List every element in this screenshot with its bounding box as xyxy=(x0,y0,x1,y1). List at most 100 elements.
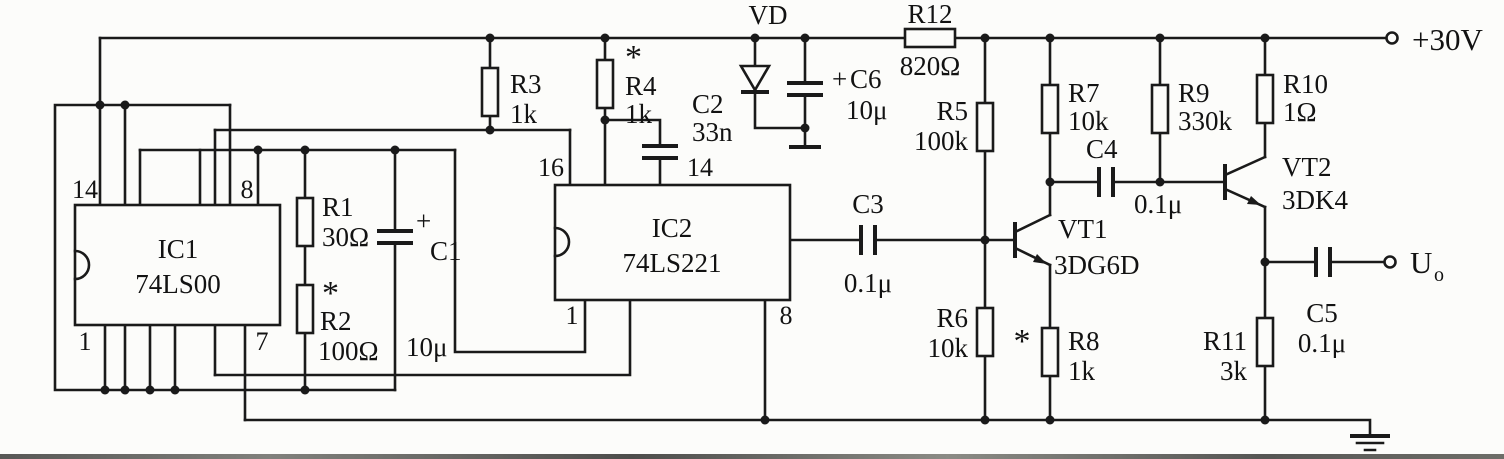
c6-plus-label: + xyxy=(832,64,847,94)
r8-star-label: * xyxy=(1014,323,1031,360)
output-label: U xyxy=(1410,245,1432,280)
capacitor-c3: C3 0.1μ xyxy=(844,189,892,298)
ic2-ref-label: IC2 xyxy=(652,213,693,243)
junction-dots xyxy=(95,33,1270,425)
ic1-body xyxy=(73,203,282,327)
r5-value-label: 100k xyxy=(914,126,969,156)
resistor-r1: R1 30Ω xyxy=(295,192,369,252)
vt1-ref-label: VT1 xyxy=(1058,214,1108,244)
c3-value-label: 0.1μ xyxy=(844,268,892,298)
resistor-r1-body xyxy=(295,196,315,248)
r9-ref-label: R9 xyxy=(1178,78,1210,108)
supply-label: +30V xyxy=(1412,22,1483,57)
resistor-r8-body xyxy=(1040,326,1060,378)
ic2: IC2 74LS221 16 14 1 8 xyxy=(538,153,793,330)
resistor-r10: R10 1Ω xyxy=(1255,69,1328,127)
resistor-r5-body xyxy=(975,101,995,153)
resistor-r4-body xyxy=(595,58,615,110)
capacitor-c4-plates xyxy=(1097,167,1115,197)
resistor-r4: * R4 1k xyxy=(595,39,657,129)
wires xyxy=(53,36,1388,436)
ic2-notch-icon xyxy=(553,226,571,258)
resistor-r11: R11 3k xyxy=(1203,316,1275,386)
capacitor-c6-plates xyxy=(787,81,823,97)
r8-value-label: 1k xyxy=(1068,356,1096,386)
vt2-ref-label: VT2 xyxy=(1282,152,1332,182)
r6-value-label: 10k xyxy=(928,333,969,363)
ic1: IC1 74LS00 14 8 1 7 xyxy=(72,175,282,356)
r6-ref-label: R6 xyxy=(936,303,968,333)
c5-ref-label: C5 xyxy=(1306,298,1338,328)
r4-value-label: 1k xyxy=(625,99,653,129)
c4-value-label: 0.1μ xyxy=(1134,189,1182,219)
transistor-vt1: VT1 3DG6D xyxy=(1013,213,1140,280)
c1-ref-label: C1 xyxy=(430,236,462,266)
vt2-part-label: 3DK4 xyxy=(1282,185,1348,215)
resistor-r7-body xyxy=(1040,83,1060,135)
c6-ref-label: C6 xyxy=(850,64,882,94)
capacitor-c5: C5 0.1μ xyxy=(1298,247,1346,358)
vt1-emitter-arrow-icon xyxy=(1033,254,1047,264)
r11-ref-label: R11 xyxy=(1203,326,1247,356)
scan-artifact-bottom xyxy=(0,454,1504,459)
ic2-pin1-label: 1 xyxy=(566,301,579,330)
supply-terminal-icon xyxy=(1385,31,1399,45)
r2-star-label: * xyxy=(322,275,339,312)
vt2-leads xyxy=(1223,155,1267,209)
r2-ref-label: R2 xyxy=(320,306,352,336)
ground-symbol-icon xyxy=(1350,434,1390,452)
capacitor-c1-plates xyxy=(377,229,413,245)
r9-value-label: 330k xyxy=(1178,106,1233,136)
r12-ref-label: R12 xyxy=(907,0,952,29)
r5-ref-label: R5 xyxy=(936,96,968,126)
capacitor-c6: + C6 10μ xyxy=(787,64,887,149)
r3-value-label: 1k xyxy=(510,99,538,129)
ic2-body xyxy=(553,183,792,302)
ic2-part-label: 74LS221 xyxy=(622,248,721,278)
resistor-r12: R12 820Ω xyxy=(900,0,961,81)
ic1-pin1-label: 1 xyxy=(79,327,92,356)
vt1-leads xyxy=(1013,213,1052,267)
r12-value-label: 820Ω xyxy=(900,51,961,81)
resistor-r6-body xyxy=(975,306,995,358)
output-terminal-icon xyxy=(1383,255,1397,269)
c2-ref-label: C2 xyxy=(692,89,724,119)
resistor-r5: R5 100k xyxy=(914,96,995,156)
r10-value-label: 1Ω xyxy=(1283,97,1317,127)
r7-value-label: 10k xyxy=(1068,106,1109,136)
resistor-r8: * R8 1k xyxy=(1014,323,1100,386)
ic1-pin8-label: 8 xyxy=(241,175,254,204)
resistor-r3: R3 1k xyxy=(480,66,542,129)
resistor-r3-body xyxy=(480,66,500,118)
resistor-r11-body xyxy=(1255,316,1275,368)
capacitor-c4: C4 0.1μ xyxy=(1086,134,1182,219)
vt2-emitter-arrow-icon xyxy=(1247,196,1261,205)
ic1-pin14-label: 14 xyxy=(72,175,98,204)
r10-ref-label: R10 xyxy=(1283,69,1328,99)
resistor-r9: R9 330k xyxy=(1150,78,1233,136)
r4-star-label: * xyxy=(625,39,642,76)
c1-plus-label: + xyxy=(416,206,431,236)
c5-value-label: 0.1μ xyxy=(1298,328,1346,358)
resistor-r9-body xyxy=(1150,83,1170,135)
c4-ref-label: C4 xyxy=(1086,134,1118,164)
capacitor-c2: C2 33n xyxy=(642,89,733,160)
output-subscript-label: o xyxy=(1434,264,1444,286)
resistor-r6: R6 10k xyxy=(928,303,995,363)
ic2-pin8-label: 8 xyxy=(780,301,793,330)
resistor-r12-body xyxy=(903,27,957,49)
c6-value-label: 10μ xyxy=(846,95,887,125)
resistor-r10-body xyxy=(1255,73,1275,125)
output-terminal: U o xyxy=(1383,245,1444,286)
capacitor-c3-plates xyxy=(859,225,877,255)
r3-ref-label: R3 xyxy=(510,69,542,99)
ic1-part-label: 74LS00 xyxy=(135,269,221,299)
vd-ref-label: VD xyxy=(749,0,788,30)
capacitor-c5-plates xyxy=(1314,247,1332,277)
vt1-part-label: 3DG6D xyxy=(1054,250,1140,280)
capacitor-c2-plates xyxy=(642,144,678,160)
diode-vd-triangle xyxy=(738,64,772,93)
resistor-r2: * R2 100Ω xyxy=(295,275,379,366)
